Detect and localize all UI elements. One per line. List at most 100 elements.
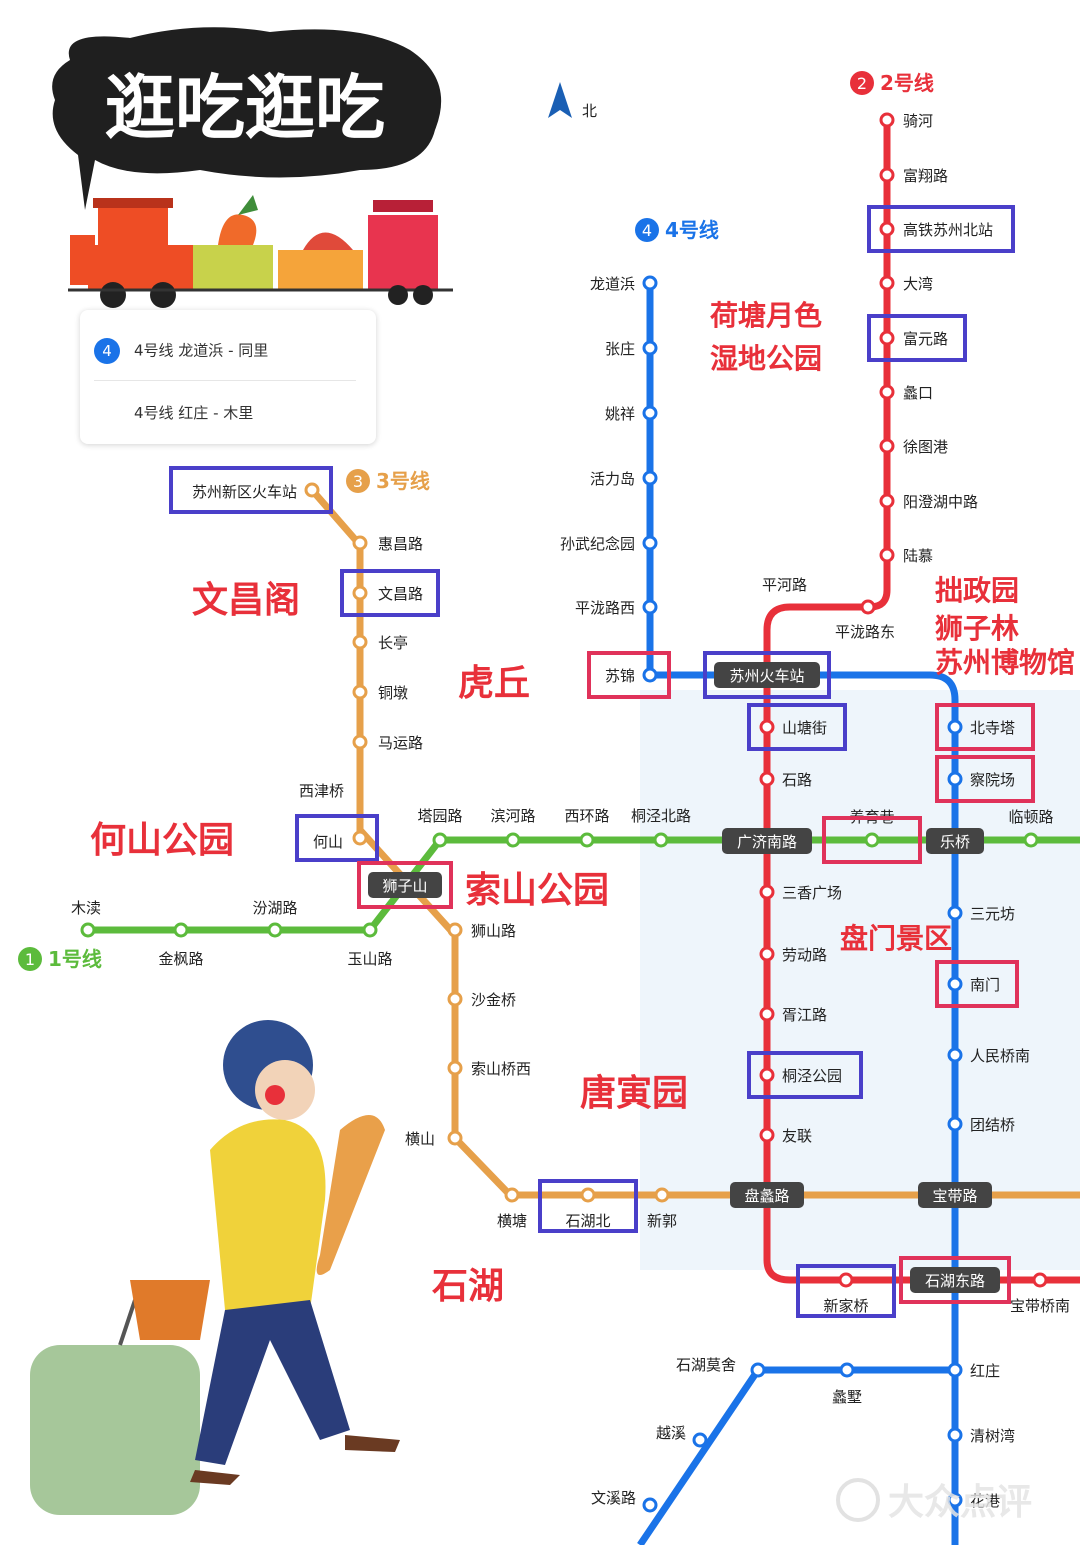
basket-icon (130, 1280, 210, 1340)
legend-row-2[interactable]: 4号线 红庄 - 木里 (94, 402, 253, 423)
station-line3[interactable]: 横塘 (497, 1187, 527, 1230)
divider (94, 380, 356, 381)
station-line2[interactable]: 劳动路 (759, 946, 827, 964)
station-line2[interactable]: 盘蠡路 (730, 1182, 804, 1208)
station-line4[interactable]: 清树湾 (947, 1427, 1015, 1445)
station-line3[interactable]: 何山 (295, 814, 379, 862)
station-line2[interactable]: 徐图港 (879, 438, 948, 456)
station-line4[interactable]: 人民桥南 (947, 1047, 1030, 1065)
station-line4[interactable]: 察院场 (935, 755, 1035, 803)
station-line4[interactable]: 龙道浜 (590, 275, 658, 293)
station-line4[interactable]: 文溪路 (591, 1489, 658, 1513)
station-line2[interactable]: 友联 (759, 1127, 812, 1145)
station-line4[interactable]: 张庄 (605, 340, 658, 358)
station-line3[interactable]: 马运路 (352, 734, 423, 752)
station-line4[interactable]: 蠡墅 (832, 1362, 862, 1406)
station-line4[interactable]: 孙武纪念园 (560, 535, 658, 553)
station-line1[interactable]: 塔园路 (417, 807, 463, 848)
train-illustration (68, 195, 453, 308)
station-line3[interactable]: 长亭 (352, 634, 408, 652)
line-3-badge[interactable]: 3 3号线 (346, 469, 430, 493)
station-line2[interactable]: 陆慕 (879, 547, 933, 565)
attraction-label: 文昌阁 (192, 579, 300, 621)
station-line3[interactable]: 苏州新区火车站 (169, 466, 333, 514)
station-line1[interactable]: 桐泾北路 (631, 807, 691, 848)
station-line2[interactable]: 骑河 (879, 112, 933, 130)
station-line3[interactable]: 文昌路 (340, 569, 440, 617)
line-2-badge[interactable]: 2 2号线 (850, 71, 934, 95)
station-line2[interactable]: 大湾 (879, 275, 933, 293)
station-line1[interactable]: 西环路 (564, 807, 610, 848)
station-dot (642, 599, 658, 615)
station-label: 石湖莫舍 (676, 1356, 736, 1374)
interchange-pill (926, 828, 984, 854)
station-line2[interactable]: 平泷路东 (835, 599, 895, 641)
station-label: 北寺塔 (970, 719, 1015, 737)
station-line4[interactable]: 宝带路 (918, 1182, 992, 1208)
station-line2[interactable]: 宝带桥南 (1010, 1272, 1070, 1315)
station-line2[interactable]: 苏州火车站 (703, 651, 831, 699)
station-label: 阳澄湖中路 (903, 493, 978, 511)
watermark: 大众点评 (836, 1478, 1032, 1523)
station-line4[interactable]: 乐桥 (926, 828, 984, 854)
station-line3[interactable]: 新郭 (647, 1187, 677, 1230)
station-line2[interactable]: 石路 (759, 771, 812, 789)
station-label: 索山桥西 (471, 1060, 531, 1078)
station-label: 乐桥 (940, 833, 970, 851)
station-line4[interactable]: 三元坊 (947, 905, 1015, 923)
station-line2[interactable]: 新家桥 (796, 1264, 896, 1318)
station-line1[interactable]: 金枫路 (158, 922, 204, 968)
station-line4[interactable]: 姚祥 (605, 405, 658, 423)
station-line2[interactable]: 富元路 (867, 314, 967, 362)
station-line4[interactable]: 越溪 (656, 1424, 708, 1448)
station-label: 山塘街 (782, 719, 827, 737)
station-line4[interactable]: 平泷路西 (575, 599, 658, 617)
station-label: 何山 (313, 833, 343, 851)
station-line3[interactable]: 铜墩 (352, 684, 408, 702)
station-line1[interactable]: 养育巷 (822, 808, 922, 864)
station-line2[interactable]: 胥江路 (759, 1006, 827, 1024)
station-line3[interactable]: 沙金桥 (447, 991, 516, 1009)
station-dot (642, 340, 658, 356)
interchange-pill (368, 872, 442, 898)
station-line4[interactable]: 石湖莫舍 (676, 1356, 766, 1378)
station-line2[interactable]: 桐泾公园 (747, 1051, 863, 1099)
station-line4[interactable]: 红庄 (947, 1362, 1000, 1380)
station-line4[interactable]: 南门 (935, 960, 1019, 1008)
station-dot (759, 884, 775, 900)
station-line3[interactable]: 索山桥西 (447, 1060, 531, 1078)
station-line4[interactable]: 团结桥 (947, 1116, 1015, 1134)
station-line3[interactable]: 狮山路 (447, 922, 516, 940)
station-line2[interactable]: 阳澄湖中路 (879, 493, 978, 511)
station-line2[interactable]: 三香广场 (759, 884, 842, 902)
station-line1[interactable]: 临顿路 (1008, 808, 1054, 848)
attraction-label: 荷塘月色 (710, 299, 822, 332)
station-line4[interactable]: 苏锦 (587, 651, 671, 699)
line-1-badge[interactable]: 1 1号线 (18, 947, 102, 971)
station-line2[interactable]: 广济南路 (722, 828, 812, 854)
station-line3[interactable]: 横山 (405, 1130, 463, 1148)
station-line2[interactable]: 山塘街 (747, 703, 847, 751)
station-line2[interactable]: 平河路 (762, 576, 807, 594)
station-dot (759, 1006, 775, 1022)
station-line3[interactable]: 西津桥 (299, 782, 344, 800)
station-line2[interactable]: 富翔路 (879, 167, 948, 185)
face-icon (255, 1060, 315, 1120)
station-line3[interactable]: 惠昌路 (352, 535, 423, 553)
station-line1[interactable]: 滨河路 (490, 807, 536, 848)
station-line1[interactable]: 玉山路 (347, 922, 393, 968)
station-line1[interactable]: 汾湖路 (252, 899, 298, 938)
station-dot (580, 1187, 596, 1203)
station-line3[interactable]: 石湖北 (538, 1179, 638, 1233)
line-4-badge[interactable]: 4 4号线 (635, 218, 719, 242)
station-line4[interactable]: 活力岛 (590, 470, 658, 488)
station-line2[interactable]: 石湖东路 (899, 1256, 1011, 1304)
station-line3[interactable]: 狮子山 (357, 861, 453, 909)
station-dot (642, 275, 658, 291)
station-line2[interactable]: 高铁苏州北站 (867, 205, 1015, 253)
station-line1[interactable]: 木渎 (71, 899, 101, 938)
station-line2[interactable]: 蠡口 (879, 384, 933, 402)
station-line4[interactable]: 花港 (947, 1492, 1000, 1510)
station-line4[interactable]: 北寺塔 (935, 703, 1035, 751)
